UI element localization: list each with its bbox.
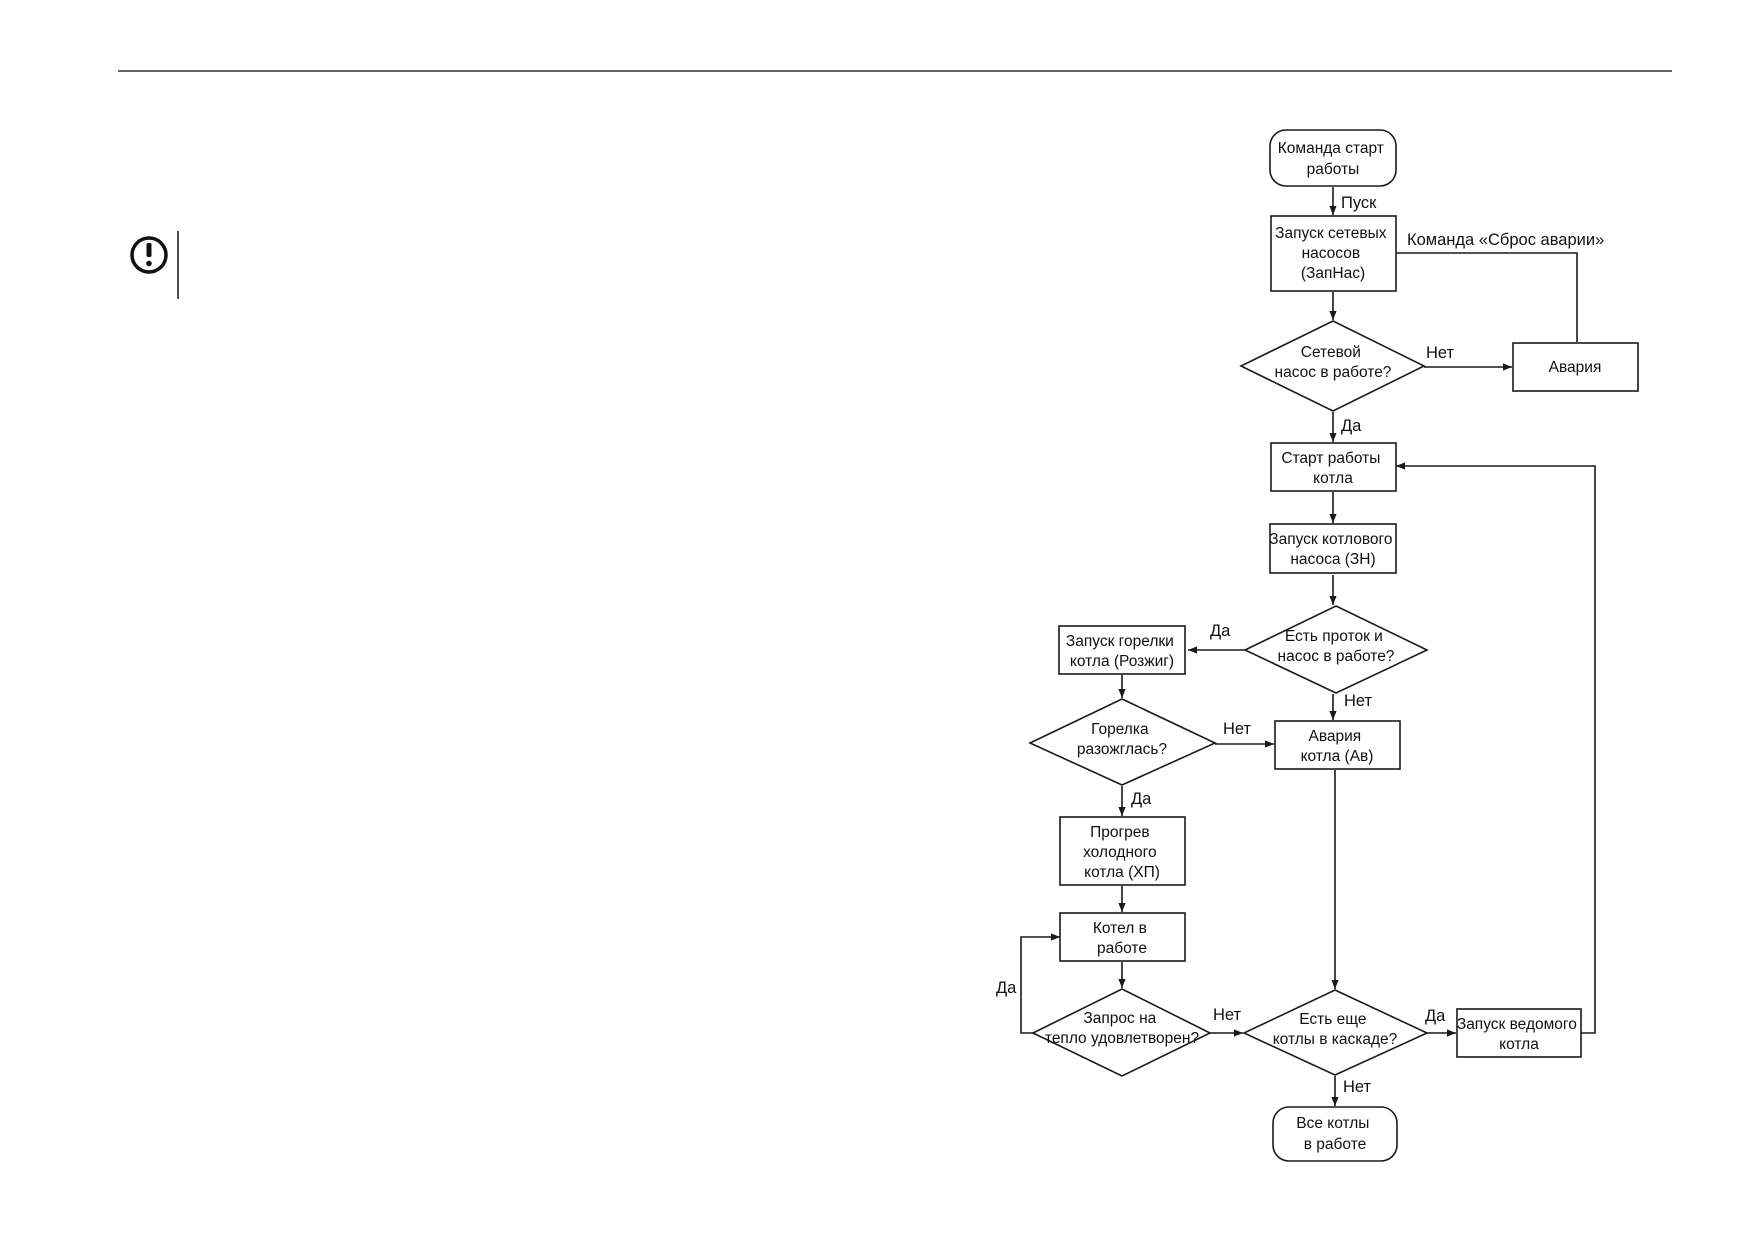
node-heat-check: Запрос на тепло удовлетворен? [1031, 988, 1212, 1077]
node-cold-warmup-text: Прогрев холодного котла (ХП) [1083, 824, 1161, 881]
node-slave-start-text: Запуск ведомого котла [1457, 1016, 1581, 1053]
node-cold-warmup: Прогрев холодного котла (ХП) [1059, 816, 1186, 886]
node-heat-check-text: Запрос на тепло удовлетворен? [1045, 1010, 1200, 1047]
label-ignition-no: Нет [1223, 720, 1252, 738]
edge-slave-to-boiler-start [1396, 462, 1596, 1034]
node-boiler-pump-start-text: Запуск котлового насоса (ЗН) [1269, 531, 1397, 568]
node-boiler-pump-start: Запуск котлового насоса (ЗН) [1269, 523, 1397, 574]
edge-labels: Пуск Команда «Сброс аварии» Нет Да Да Не… [996, 194, 1604, 1096]
node-all-running-text: Все котлы в работе [1296, 1115, 1374, 1153]
label-heat-yes: Да [996, 979, 1017, 997]
node-boiler-alarm-text: Авария котла (Ав) [1301, 728, 1374, 765]
node-start: Команда старт работы [1269, 129, 1397, 187]
label-pump-yes: Да [1341, 417, 1362, 435]
node-boiler-alarm: Авария котла (Ав) [1274, 720, 1401, 770]
label-heat-no: Нет [1213, 1006, 1242, 1024]
node-boiler-start: Старт работы котла [1270, 442, 1397, 492]
node-boiler-start-text: Старт работы котла [1281, 450, 1384, 487]
node-slave-start: Запуск ведомого котла [1456, 1008, 1582, 1058]
label-flow-yes: Да [1210, 622, 1231, 640]
node-alarm: Авария [1512, 342, 1639, 392]
label-ignition-yes: Да [1131, 790, 1152, 808]
node-flow-check: Есть проток и насос в работе? [1243, 605, 1429, 694]
node-net-pump-check-text: Сетевой насос в работе? [1275, 344, 1392, 381]
label-flow-no: Нет [1344, 692, 1373, 710]
label-pump-no: Нет [1426, 344, 1455, 362]
edge-alarm-reset [1384, 249, 1578, 342]
node-all-running: Все котлы в работе [1272, 1106, 1398, 1162]
node-net-pump-check: Сетевой насос в работе? [1239, 320, 1426, 412]
node-start-net-pumps-text: Запуск сетевых насосов (ЗапНас) [1275, 225, 1391, 282]
node-ignition-check-text: Горелка разожглась? [1077, 721, 1168, 758]
node-start-text: Команда старт работы [1278, 140, 1388, 178]
node-ignition-check: Горелка разожглась? [1028, 698, 1217, 786]
label-cascade-yes: Да [1425, 1007, 1446, 1025]
node-boiler-running: Котел в работе [1059, 912, 1186, 962]
node-cascade-check-text: Есть еще котлы в каскаде? [1273, 1011, 1398, 1048]
node-burner-start-text: Запуск горелки котла (Розжиг) [1066, 633, 1178, 670]
node-burner-start: Запуск горелки котла (Розжиг) [1058, 625, 1186, 675]
connectors [1020, 187, 1596, 1106]
node-start-net-pumps: Запуск сетевых насосов (ЗапНас) [1270, 215, 1397, 292]
node-boiler-running-text: Котел в работе [1093, 920, 1151, 957]
node-flow-check-text: Есть проток и насос в работе? [1278, 628, 1395, 665]
exclamation-circle-icon [130, 236, 168, 274]
label-reset-alarm: Команда «Сброс аварии» [1407, 231, 1604, 249]
label-start-go: Пуск [1341, 194, 1377, 212]
node-alarm-text: Авария [1549, 359, 1602, 376]
label-cascade-no: Нет [1343, 1078, 1372, 1096]
edge-heat-yes-loop [1020, 933, 1060, 1034]
node-cascade-check: Есть еще котлы в каскаде? [1242, 989, 1429, 1076]
